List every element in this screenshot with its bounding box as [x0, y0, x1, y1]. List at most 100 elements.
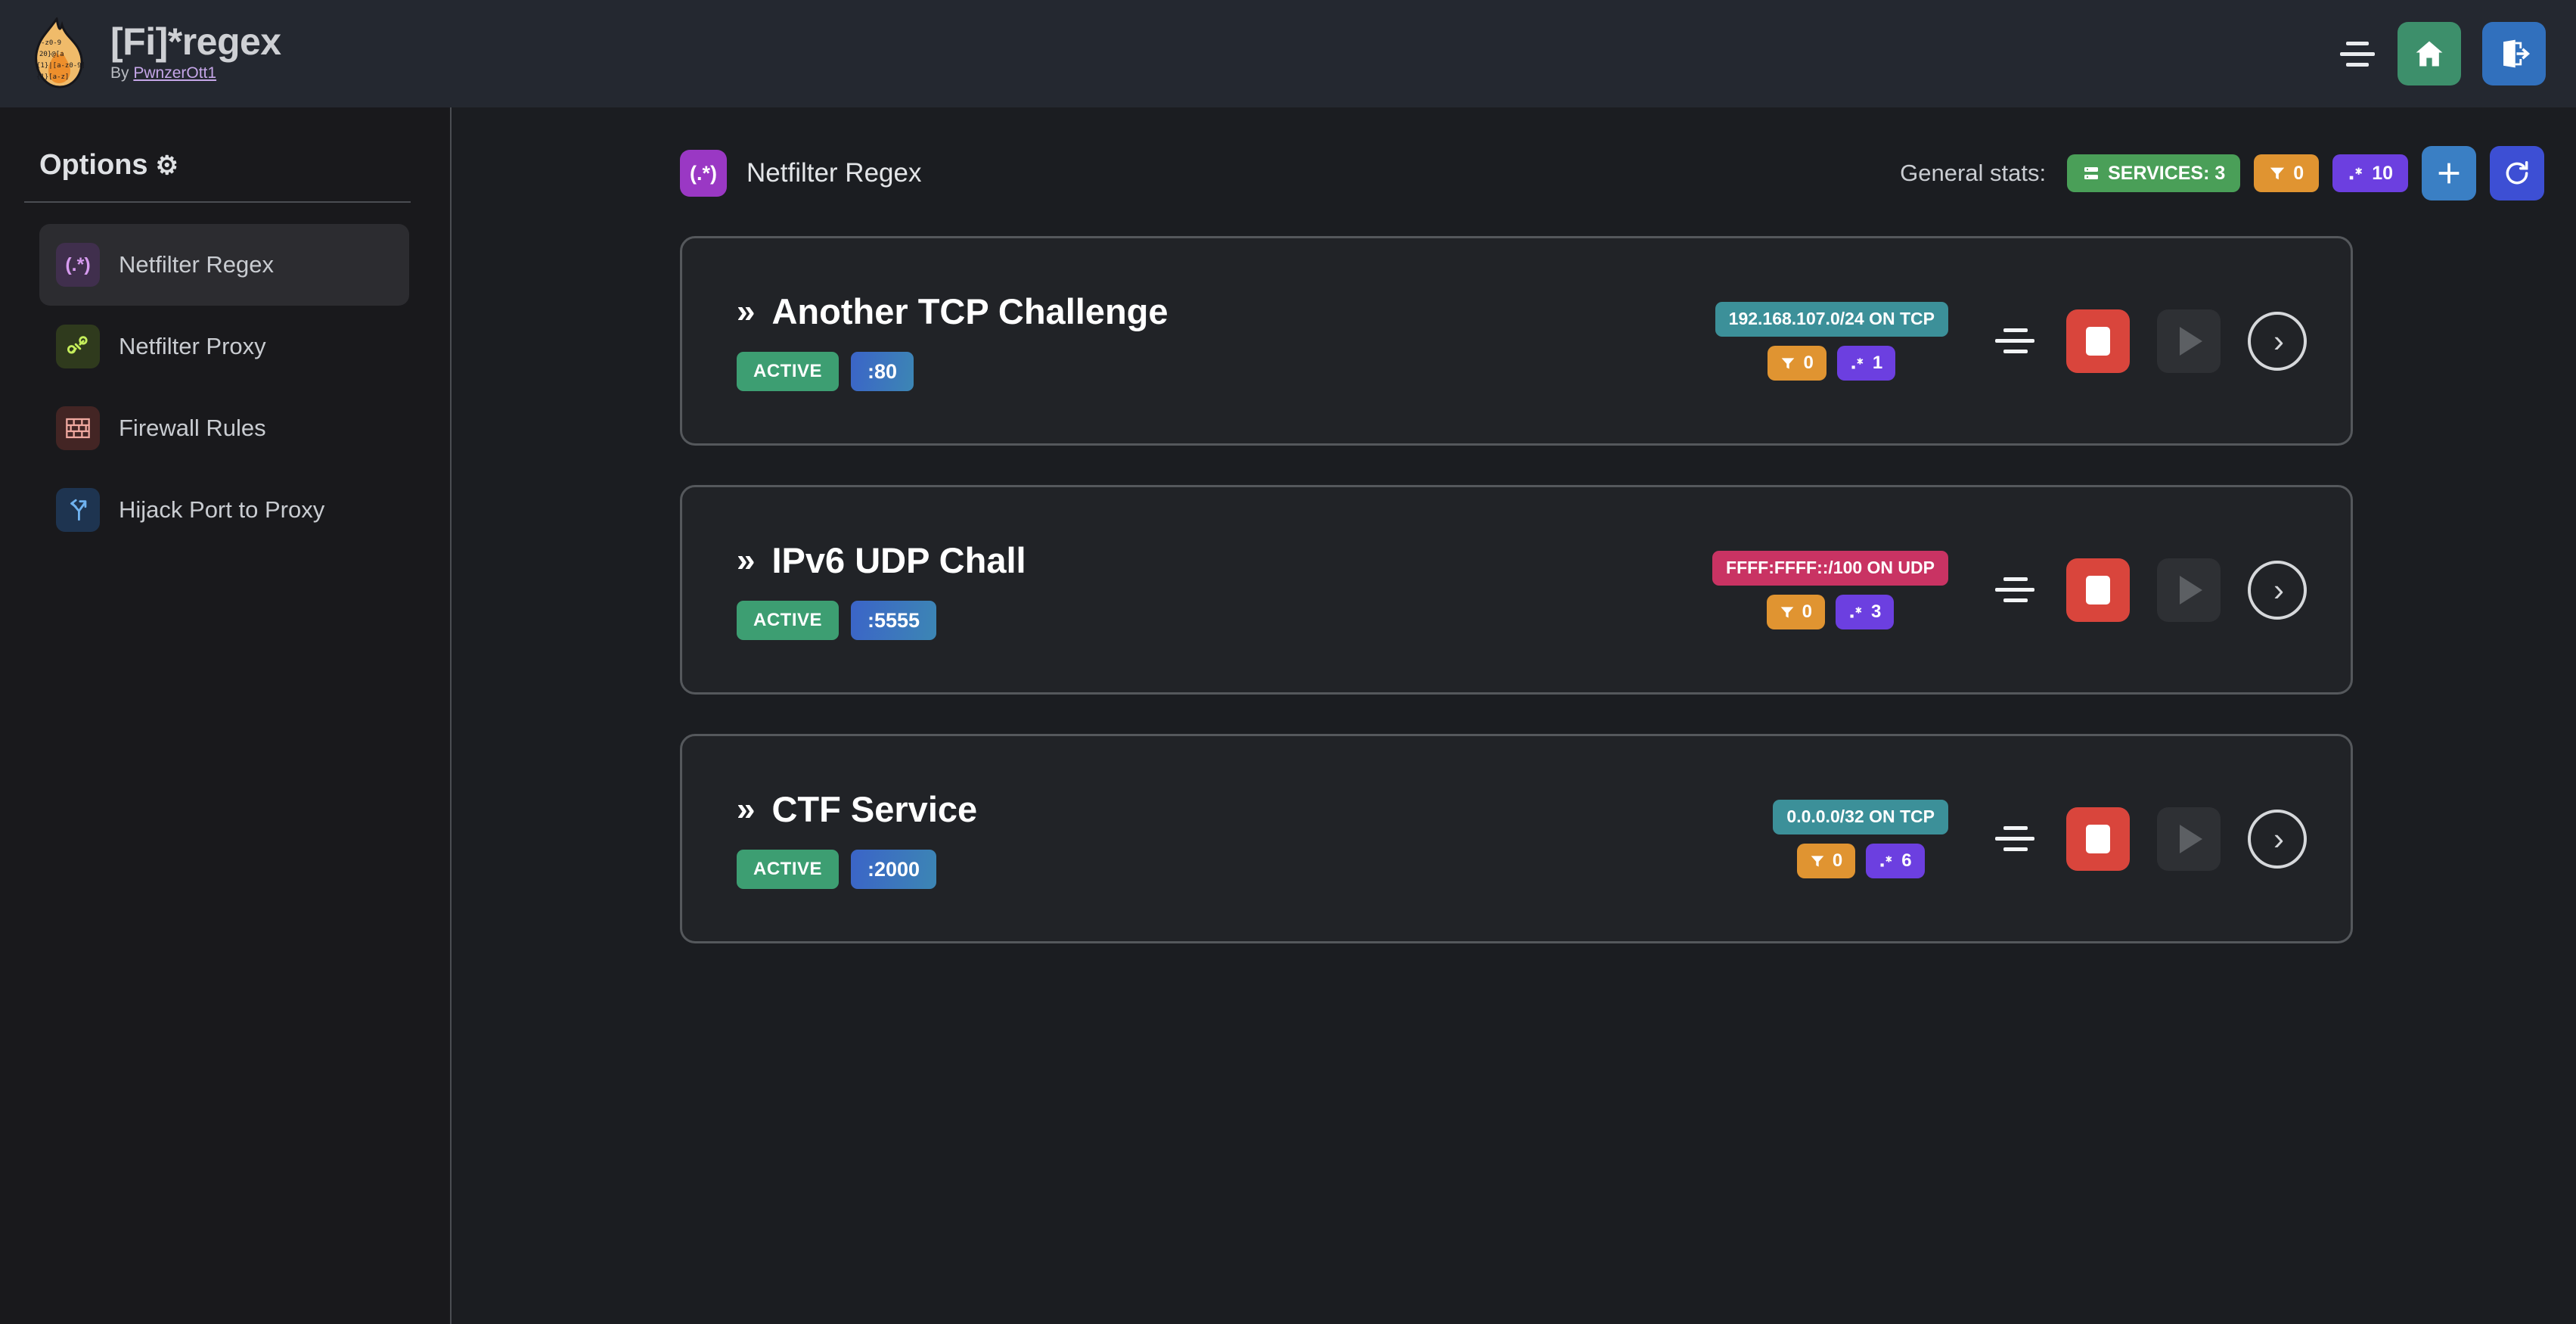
- hamburger-menu-icon[interactable]: [2340, 39, 2376, 69]
- top-bar: -z0-9 20}@[a {1}|[a-z0-9] {1}[a-z] [Fi]*…: [0, 0, 2576, 107]
- funnel-icon: [1811, 855, 1824, 866]
- refresh-button[interactable]: [2490, 146, 2544, 200]
- funnel-icon: [1782, 357, 1795, 368]
- sidebar-item-netfilter-proxy[interactable]: Netfilter Proxy: [39, 306, 409, 387]
- server-icon: [2084, 167, 2099, 179]
- sidebar-item-label: Firewall Rules: [119, 415, 266, 441]
- filters-count-label: 0: [2293, 162, 2304, 184]
- network-counts: 0 6: [1796, 843, 1925, 878]
- play-button[interactable]: [2157, 309, 2221, 373]
- services-count-label: SERVICES: 3: [2108, 162, 2226, 184]
- flame-regex-logo: -z0-9 20}@[a {1}|[a-z0-9] {1}[a-z]: [35, 17, 85, 89]
- page-header: (.*) Netfilter Regex General stats: SERV…: [680, 146, 2576, 200]
- sidebar-title: Options ⚙: [39, 149, 450, 182]
- service-tags: ACTIVE :5555: [737, 601, 1026, 640]
- service-controls: 0.0.0.0/32 ON TCP 0 6: [1773, 799, 2351, 878]
- top-bar-actions: [2340, 22, 2546, 85]
- service-name: Another TCP Challenge: [771, 291, 1169, 331]
- sidebar-title-label: Options: [39, 149, 148, 181]
- logout-icon: [2503, 39, 2530, 68]
- status-badge: ACTIVE: [737, 352, 840, 391]
- fork-arrow-icon: [56, 488, 100, 532]
- sidebar-nav: (.*) Netfilter Regex Netfilter Proxy: [0, 224, 450, 551]
- open-service-button[interactable]: ›: [2248, 311, 2307, 371]
- sidebar-item-firewall-rules[interactable]: Firewall Rules: [39, 387, 409, 469]
- home-icon: [2416, 41, 2443, 67]
- equalizer-icon[interactable]: [1995, 324, 2036, 359]
- network-info: 0.0.0.0/32 ON TCP 0 6: [1773, 799, 1948, 878]
- sidebar-divider: [24, 201, 411, 203]
- play-icon: [2180, 575, 2202, 605]
- play-icon: [2180, 824, 2202, 853]
- byline: By PwnzerOtt1: [110, 64, 281, 82]
- stop-button[interactable]: [2066, 309, 2130, 373]
- home-button[interactable]: [2398, 22, 2461, 85]
- service-info: » Another TCP Challenge ACTIVE :80: [682, 291, 1169, 391]
- service-card[interactable]: » Another TCP Challenge ACTIVE :80 192.1…: [680, 236, 2353, 446]
- network-counts: 0 3: [1766, 594, 1895, 629]
- service-name-row: » CTF Service: [737, 788, 977, 830]
- svg-text:-z0-9: -z0-9: [41, 39, 61, 47]
- chevron-double-right-icon: »: [737, 541, 756, 579]
- service-card[interactable]: » IPv6 UDP Chall ACTIVE :5555 FFFF:FFFF:…: [680, 485, 2353, 695]
- status-badge-regex: 6: [1866, 843, 1925, 878]
- service-list: » Another TCP Challenge ACTIVE :80 192.1…: [680, 236, 2353, 943]
- status-badge-regex: 1: [1836, 345, 1896, 381]
- network-info: FFFF:FFFF::/100 ON UDP 0 3: [1712, 550, 1948, 629]
- open-service-button[interactable]: ›: [2248, 560, 2307, 620]
- page-heading: Netfilter Regex: [746, 158, 922, 188]
- play-icon: [2180, 326, 2202, 356]
- network-badge: 0.0.0.0/32 ON TCP: [1773, 799, 1948, 834]
- service-controls: 192.168.107.0/24 ON TCP 0 1: [1715, 301, 2351, 381]
- status-badge-regex: 10: [2332, 154, 2408, 192]
- equalizer-icon[interactable]: [1995, 573, 2036, 608]
- sidebar: Options ⚙ (.*) Netfilter Regex Netfilter…: [0, 107, 452, 1324]
- add-service-button[interactable]: [2422, 146, 2476, 200]
- svg-text:{1}|[a-z0-9]: {1}|[a-z0-9]: [36, 62, 85, 70]
- logout-button[interactable]: [2482, 22, 2546, 85]
- service-info: » IPv6 UDP Chall ACTIVE :5555: [682, 539, 1026, 640]
- stop-icon: [2086, 326, 2110, 356]
- brand: -z0-9 20}@[a {1}|[a-z0-9] {1}[a-z] [Fi]*…: [26, 17, 281, 90]
- filters-count-label: 0: [1802, 601, 1812, 622]
- plus-icon: [2438, 163, 2460, 184]
- play-button[interactable]: [2157, 558, 2221, 622]
- chevron-right-icon: ›: [2273, 322, 2284, 359]
- filters-count-label: 0: [1832, 850, 1843, 871]
- play-button[interactable]: [2157, 807, 2221, 871]
- service-name-row: » Another TCP Challenge: [737, 291, 1169, 332]
- brick-wall-icon: [56, 406, 100, 450]
- status-badge-filters: 0: [1768, 345, 1826, 381]
- stop-icon: [2086, 824, 2110, 853]
- regex-dot-star-icon: [1850, 606, 1862, 617]
- gear-icon: ⚙: [155, 151, 179, 180]
- filters-count-label: 0: [1803, 352, 1814, 373]
- equalizer-icon[interactable]: [1995, 822, 2036, 856]
- service-name: CTF Service: [771, 789, 978, 829]
- regex-count-label: 6: [1901, 850, 1912, 871]
- service-name: IPv6 UDP Chall: [771, 540, 1026, 580]
- author-link[interactable]: PwnzerOtt1: [133, 64, 217, 82]
- sidebar-item-label: Netfilter Regex: [119, 251, 275, 278]
- regex-count-label: 1: [1872, 352, 1883, 373]
- service-card[interactable]: » CTF Service ACTIVE :2000 0.0.0.0/32 ON…: [680, 734, 2353, 943]
- sidebar-item-netfilter-regex[interactable]: (.*) Netfilter Regex: [39, 224, 409, 306]
- regex-icon: (.*): [680, 150, 727, 197]
- general-stats-label: General stats:: [1900, 160, 2047, 186]
- status-badge-filters: 0: [1796, 843, 1856, 878]
- port-badge: :80: [851, 352, 914, 391]
- regex-dot-star-icon: [1851, 357, 1864, 368]
- chevron-double-right-icon: »: [737, 790, 756, 828]
- port-badge: :2000: [851, 850, 937, 889]
- status-badge-services: SERVICES: 3: [2067, 154, 2241, 192]
- stop-button[interactable]: [2066, 558, 2130, 622]
- sidebar-item-label: Netfilter Proxy: [119, 333, 266, 359]
- sidebar-item-label: Hijack Port to Proxy: [119, 496, 325, 523]
- stop-button[interactable]: [2066, 807, 2130, 871]
- sidebar-item-hijack-port-to-proxy[interactable]: Hijack Port to Proxy: [39, 469, 409, 551]
- open-service-button[interactable]: ›: [2248, 809, 2307, 869]
- funnel-icon: [1780, 606, 1793, 617]
- chevron-double-right-icon: »: [737, 292, 756, 330]
- port-badge: :5555: [851, 601, 937, 640]
- funnel-icon: [2270, 167, 2285, 180]
